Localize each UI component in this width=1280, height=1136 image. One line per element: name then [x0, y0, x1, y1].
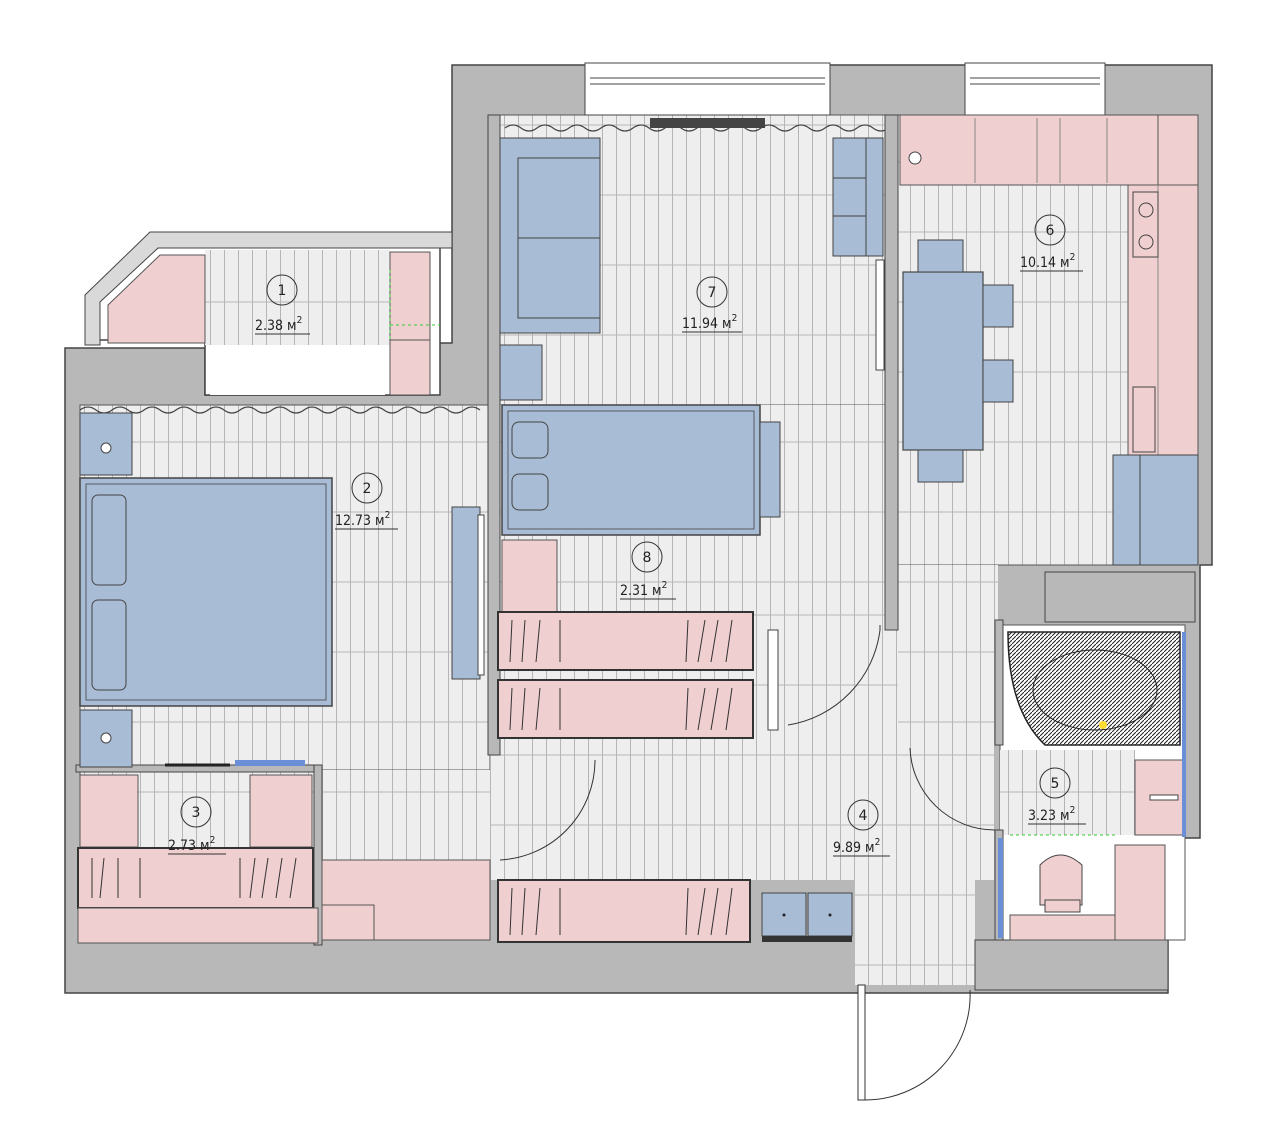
room-1-label: 1 2.38 м2: [255, 274, 310, 335]
room-1-area: 2.38: [255, 318, 283, 334]
room-6-number: 6: [1046, 223, 1055, 239]
bedroom-furniture: [79, 412, 491, 941]
doors: [499, 625, 996, 1101]
room-8-number: 8: [643, 550, 652, 566]
room-4-number: 4: [859, 808, 868, 824]
tv-stand: [451, 506, 481, 680]
room-8-label: 8 2.31 м2: [620, 541, 676, 600]
svg-text:3.23 м2: 3.23 м2: [1028, 805, 1075, 824]
room-8-furniture: [497, 404, 781, 739]
room-3-area: 2.73: [168, 838, 196, 854]
corridor-furniture: [497, 879, 853, 943]
room-6-area: 10.14: [1020, 255, 1056, 271]
room-2-label: 2 12.73 м2: [335, 472, 398, 530]
svg-text:12.73 м2: 12.73 м2: [335, 510, 390, 529]
windows: [584, 62, 1106, 128]
room-2-area: 12.73: [335, 513, 371, 529]
room-5-number: 5: [1051, 776, 1060, 792]
room-5-area: 3.23: [1028, 808, 1056, 824]
room-4-label: 4 9.89 м2: [833, 799, 890, 857]
svg-text:2.31 м2: 2.31 м2: [620, 580, 667, 599]
room-3-number: 3: [192, 805, 201, 821]
balcony: [84, 231, 453, 396]
interior-walls: [75, 114, 1196, 991]
room-3-label: 3 2.73 м2: [168, 796, 226, 855]
svg-text:2.73 м2: 2.73 м2: [168, 835, 215, 854]
bathroom-fixtures: [998, 631, 1186, 941]
room-5-label: 5 3.23 м2: [1028, 767, 1086, 825]
svg-text:10.14 м2: 10.14 м2: [1020, 252, 1075, 271]
kitchen-furniture: [899, 114, 1199, 566]
room-labels: 1 2.38 м2 2 12.73 м2 3 2.73 м2 4 9.89 м2…: [168, 214, 1086, 857]
room-8-area: 2.31: [620, 583, 648, 599]
svg-text:2.38 м2: 2.38 м2: [255, 315, 302, 334]
living-room-furniture: [499, 137, 885, 401]
room-2-number: 2: [363, 481, 372, 497]
room-7-number: 7: [708, 285, 717, 301]
room-7-label: 7 11.94 м2: [682, 276, 742, 333]
room-4-area: 9.89: [833, 840, 861, 856]
room-6-label: 6 10.14 м2: [1020, 214, 1083, 272]
room-1-number: 1: [278, 283, 287, 299]
room-7-area: 11.94: [682, 316, 718, 332]
svg-text:9.89 м2: 9.89 м2: [833, 837, 880, 856]
svg-text:11.94 м2: 11.94 м2: [682, 313, 737, 332]
closet-room-3: [77, 760, 319, 944]
